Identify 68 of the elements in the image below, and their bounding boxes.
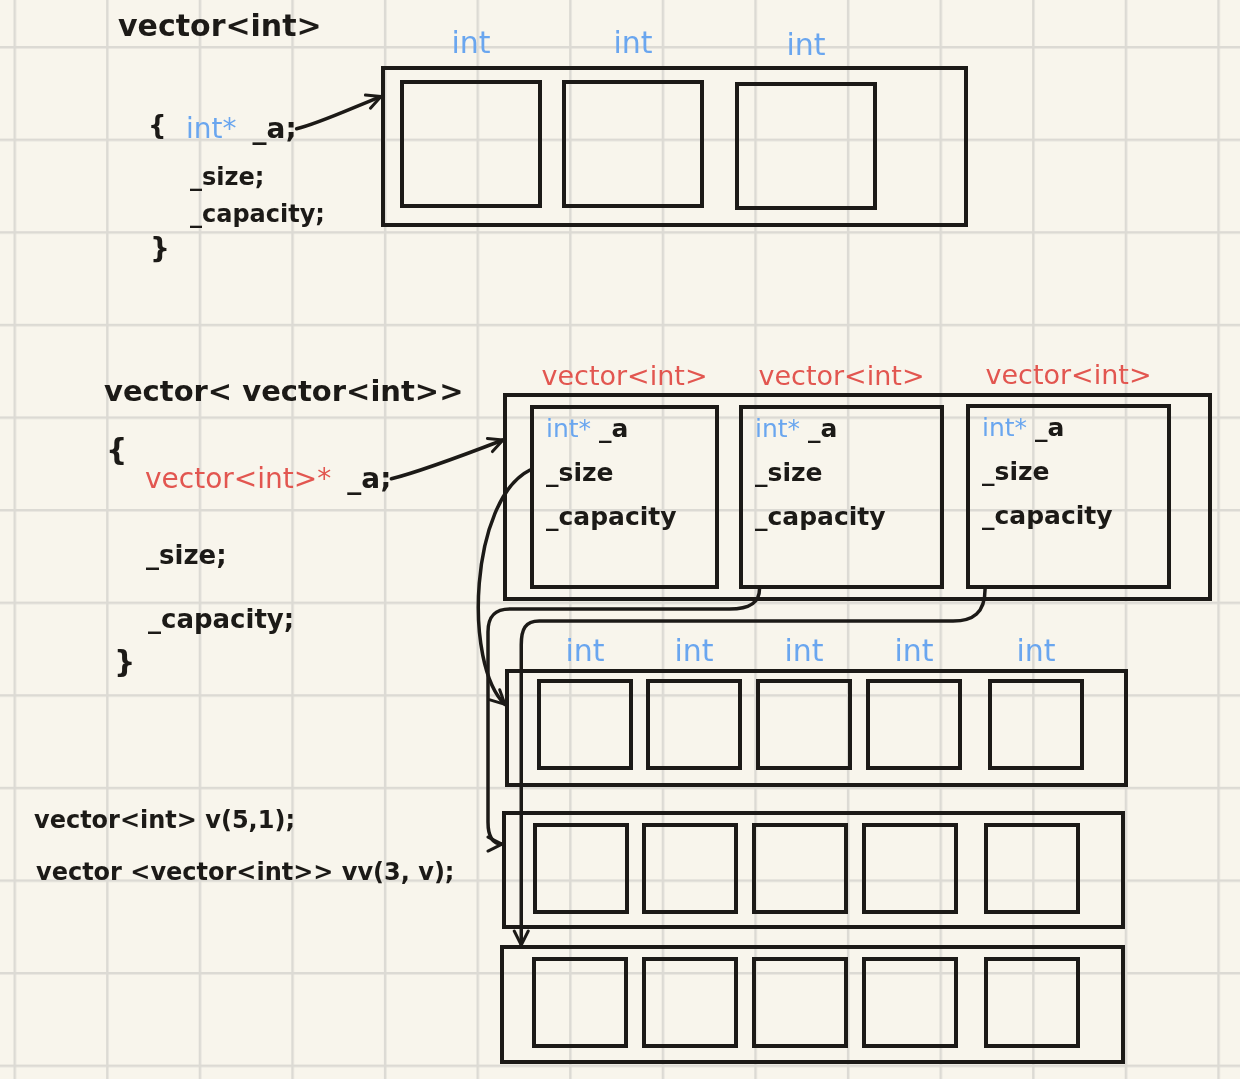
code-line: _capacity; bbox=[148, 604, 295, 636]
array-cell bbox=[646, 679, 742, 770]
array-cell bbox=[537, 679, 633, 770]
field-name: _a bbox=[599, 413, 629, 445]
array-cell bbox=[400, 80, 542, 208]
code-line: vector< vector<int>> bbox=[104, 374, 464, 409]
array-box bbox=[502, 811, 1125, 929]
array-cell bbox=[756, 679, 852, 770]
type-name: vector<int>* bbox=[145, 462, 332, 496]
array-cell bbox=[562, 80, 704, 208]
field-name: _a bbox=[1035, 412, 1065, 444]
code-line: _capacity; bbox=[190, 200, 325, 229]
field-name: _a; bbox=[347, 462, 392, 496]
type-name: int* bbox=[755, 413, 801, 445]
field-name: _capacity bbox=[755, 501, 886, 533]
type-label: int bbox=[894, 636, 934, 666]
array-cell bbox=[862, 823, 958, 914]
type-label: int bbox=[613, 28, 653, 58]
code-line: vector<int> bbox=[118, 8, 322, 44]
array-box bbox=[503, 393, 1212, 601]
array-cell bbox=[866, 679, 962, 770]
struct-box bbox=[739, 405, 944, 589]
field-name: _size bbox=[982, 456, 1050, 488]
struct-box bbox=[530, 405, 719, 589]
brace: { bbox=[148, 110, 167, 142]
array-cell bbox=[862, 957, 958, 1048]
code-line: _size; bbox=[146, 540, 227, 572]
type-name: int* bbox=[186, 112, 237, 146]
type-label: vector<int> bbox=[758, 362, 925, 389]
brace: } bbox=[114, 644, 136, 680]
field-name: _size bbox=[546, 457, 614, 489]
brace: { bbox=[106, 432, 128, 468]
type-label: int bbox=[786, 30, 826, 60]
field-name: _a bbox=[808, 413, 838, 445]
array-cell bbox=[532, 957, 628, 1048]
type-label: int bbox=[1016, 636, 1056, 666]
code-line: vector <vector<int>> vv(3, v); bbox=[36, 858, 455, 887]
type-label: vector<int> bbox=[985, 361, 1152, 388]
code-line: _size; bbox=[190, 163, 265, 192]
array-cell bbox=[752, 823, 848, 914]
type-label: int bbox=[784, 636, 824, 666]
arrow bbox=[294, 93, 383, 131]
arrow bbox=[476, 468, 532, 707]
type-label: int bbox=[565, 636, 605, 666]
brace: } bbox=[150, 232, 170, 266]
array-cell bbox=[533, 823, 629, 914]
type-name: int* bbox=[546, 413, 592, 445]
field-name: _a; bbox=[252, 112, 297, 146]
type-label: int bbox=[451, 28, 491, 58]
struct-box bbox=[966, 404, 1171, 589]
array-cell bbox=[752, 957, 848, 1048]
array-box bbox=[381, 66, 968, 227]
array-cell bbox=[984, 957, 1080, 1048]
array-box bbox=[505, 669, 1128, 787]
type-name: int* bbox=[982, 412, 1028, 444]
array-cell bbox=[642, 823, 738, 914]
array-cell bbox=[735, 82, 877, 210]
field-name: _size bbox=[755, 457, 823, 489]
array-cell bbox=[984, 823, 1080, 914]
field-name: _capacity bbox=[546, 501, 677, 533]
array-cell bbox=[988, 679, 1084, 770]
type-label: vector<int> bbox=[541, 362, 708, 389]
field-name: _capacity bbox=[982, 500, 1113, 532]
array-box bbox=[500, 945, 1125, 1064]
type-label: int bbox=[674, 636, 714, 666]
code-line: vector<int> v(5,1); bbox=[34, 806, 295, 835]
arrow bbox=[389, 436, 505, 481]
array-cell bbox=[642, 957, 738, 1048]
